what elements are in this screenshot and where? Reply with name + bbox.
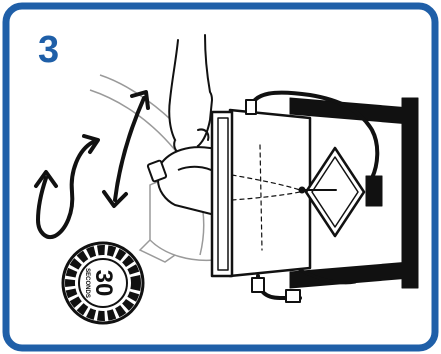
step-number: 3 <box>38 29 59 71</box>
stopwatch-dial-icon: 30 SECONDS <box>63 243 143 323</box>
timer-unit: SECONDS <box>84 268 90 298</box>
circular-arrow-icon <box>36 136 98 237</box>
timer-value: 30 <box>90 270 117 297</box>
machine-icon <box>212 93 418 302</box>
double-arrow-icon <box>104 92 148 206</box>
